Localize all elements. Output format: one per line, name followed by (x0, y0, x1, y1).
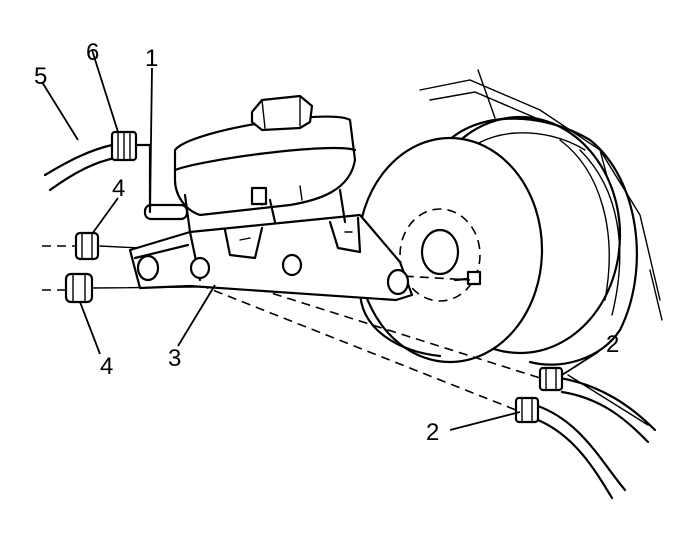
callout-6: 6 (86, 39, 99, 66)
pipe-fitting-upper (538, 366, 564, 392)
master-cylinder (128, 94, 414, 302)
brake-pipes (533, 374, 657, 500)
brake-booster (356, 115, 638, 366)
callout-4b: 4 (100, 353, 113, 380)
callout-3: 3 (168, 345, 181, 372)
callout-2a: 2 (606, 331, 619, 358)
callout-2b: 2 (426, 419, 439, 446)
mounting-nut-upper (74, 231, 100, 261)
callout-5: 5 (34, 63, 47, 90)
pipe-fitting-lower (514, 396, 540, 424)
callout-1: 1 (145, 45, 158, 72)
mounting-nut-lower (64, 272, 94, 304)
leader-lines (41, 49, 599, 431)
sensor-wiring-harness (43, 143, 117, 192)
callout-4a: 4 (112, 175, 125, 202)
